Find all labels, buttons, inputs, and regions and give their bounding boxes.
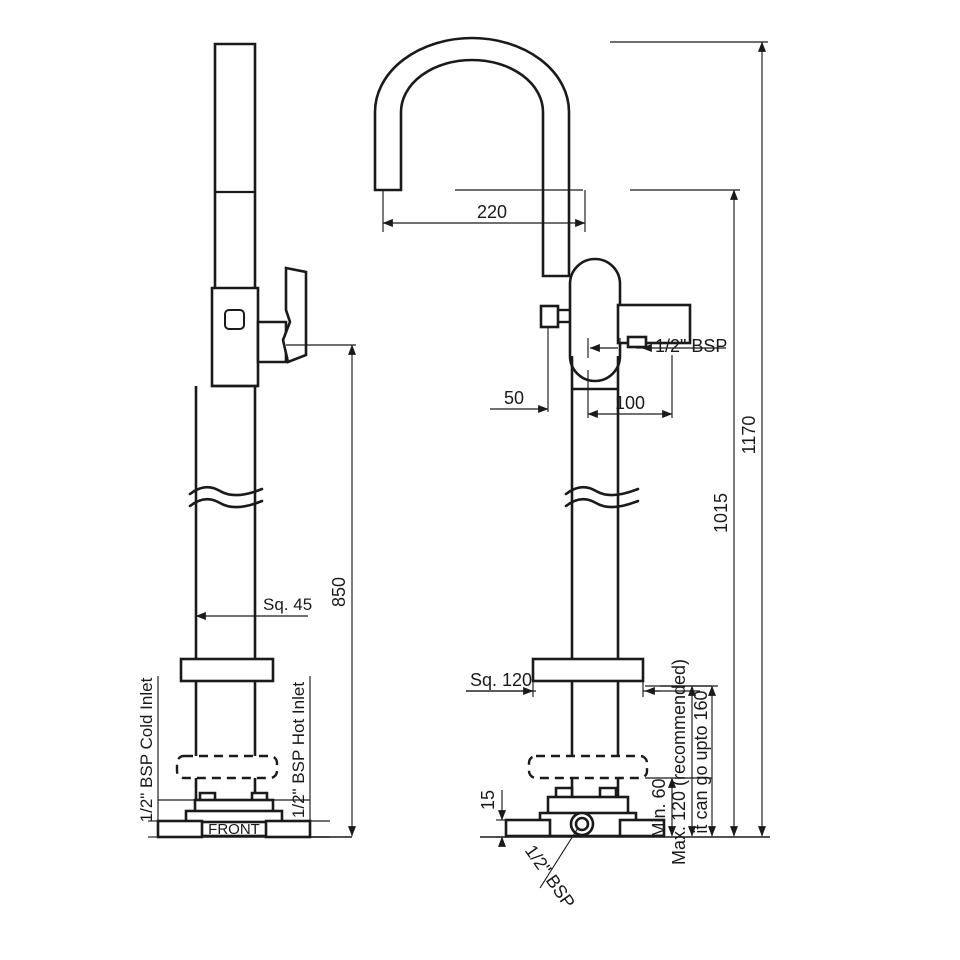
left-hidden-plate: [175, 754, 279, 780]
left-break-symbol: [188, 485, 264, 509]
left-flange-plate: [179, 657, 275, 683]
hot-inlet-label: 1/2" BSP Hot Inlet: [289, 682, 308, 818]
dim-850-label: 850: [329, 577, 349, 607]
dim-1015-label: 1015: [711, 493, 731, 533]
left-valve-body: [210, 286, 260, 388]
dim-sq45-label: Sq. 45: [263, 595, 312, 614]
bsp-base-label: 1/2" BSP: [521, 841, 579, 912]
dim-max120-label: Max. 120 (recommended): [669, 659, 689, 865]
right-base-assembly: [504, 786, 666, 838]
left-spout-tube: [213, 42, 257, 292]
right-flange-plate: [531, 657, 645, 683]
right-view: [373, 36, 770, 838]
dim-min60-label: Min. 60: [649, 778, 669, 837]
cold-inlet-label: 1/2" BSP Cold Inlet: [137, 677, 156, 822]
right-hidden-plate: [527, 754, 649, 780]
dim-50-label: 50: [504, 388, 524, 408]
dim-220-label: 220: [477, 202, 507, 222]
dim-upto160-label: it can go upto 160: [691, 690, 711, 833]
left-dimensions: 850 Sq. 45 1/2" BSP Cold Inlet 1/2" BSP …: [137, 344, 357, 838]
dim-15-label: 15: [478, 790, 498, 810]
right-handle-stub: [616, 303, 692, 349]
left-lever-handle: [256, 266, 308, 364]
left-view: FRONT: [156, 42, 352, 839]
right-break-symbol: [564, 485, 640, 509]
front-marker-label: FRONT: [208, 821, 260, 838]
left-base-assembly: [156, 791, 312, 839]
dim-100-label: 100: [615, 393, 645, 413]
right-dimensions: 220 1/2" BSP 50 100 Sq. 120: [382, 41, 768, 912]
right-gooseneck-spout: [373, 36, 571, 278]
bsp-outlet-label: 1/2" BSP: [655, 336, 727, 356]
dim-sq120-label: Sq. 120: [470, 670, 532, 690]
dim-1170-label: 1170: [739, 416, 759, 455]
